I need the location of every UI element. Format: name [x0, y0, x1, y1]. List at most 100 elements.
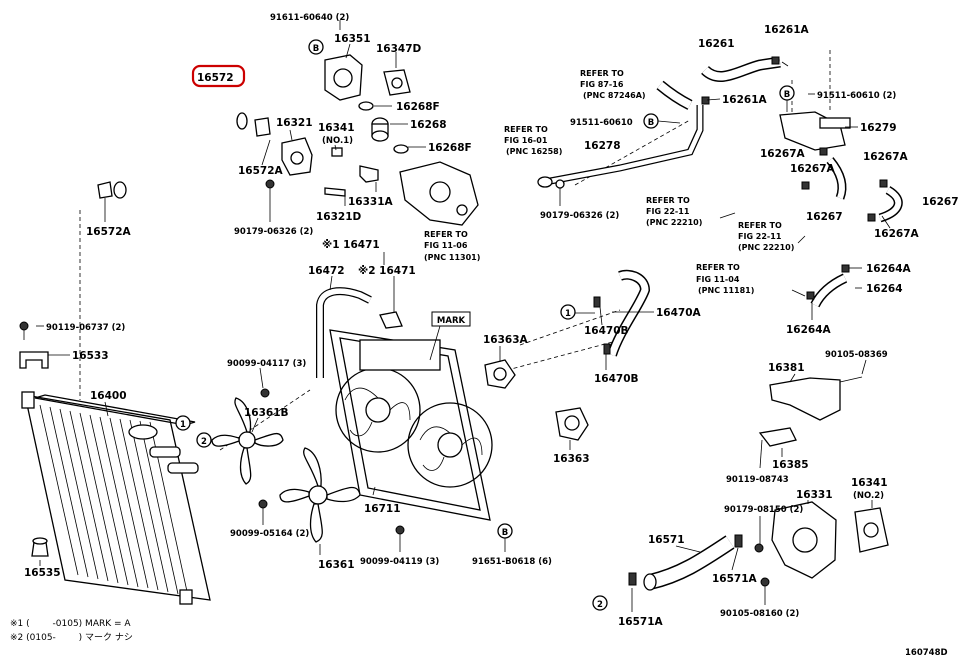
label-16471: ※1 16471	[322, 239, 380, 251]
circle-2-label: 2	[597, 600, 603, 610]
label-16267a: 16267A	[790, 163, 836, 175]
label-16361b: 16361B	[244, 407, 289, 419]
label-16268f: 16268F	[396, 101, 440, 113]
upper-hose-16572	[113, 89, 248, 199]
label-16264: 16264	[866, 283, 903, 295]
label-90099-04119: 90099-04119 (3)	[360, 557, 439, 567]
nut-90099-05164	[258, 499, 268, 509]
bracket-16533	[19, 321, 49, 369]
clamp-16267a	[879, 179, 888, 188]
label-16331: 16331	[796, 489, 833, 501]
highlight-box	[191, 64, 246, 88]
circle-b-label: B	[502, 528, 508, 538]
clamp-16261a	[701, 96, 710, 105]
label-16470a: 16470A	[656, 307, 702, 319]
motor-16363	[555, 407, 589, 441]
label-16572a: 16572A	[238, 165, 284, 177]
circle-1-marker	[560, 304, 576, 320]
label-16279: 16279	[860, 122, 897, 134]
label-16267a: 16267A	[760, 148, 806, 160]
diagram-id: 160748D	[905, 648, 948, 658]
radiator-16400	[21, 391, 211, 605]
circle-b-marker: B	[313, 44, 319, 54]
ref-line: FIG 11-06	[424, 241, 468, 250]
hose-16571	[643, 535, 735, 591]
label-16261a: 16261A	[722, 94, 768, 106]
label-16264a: 16264A	[866, 263, 912, 275]
label-16572a: 16572A	[86, 226, 132, 238]
thermostat-16268	[371, 117, 389, 142]
clamp-16264a	[841, 264, 850, 273]
ref-fig11-06: REFER TO FIG 11-06 (PNC 11301)	[424, 230, 480, 262]
label-16400: 16400	[90, 390, 127, 402]
guide-line	[519, 309, 621, 346]
label-16351: 16351	[334, 33, 371, 45]
label-16571a: 16571A	[712, 573, 758, 585]
label-90105-08160: 90105-08160 (2)	[720, 609, 799, 619]
label-16535: 16535	[24, 567, 61, 579]
hose-16261	[656, 56, 781, 110]
label-16711: 16711	[364, 503, 401, 515]
label-16363: 16363	[553, 453, 590, 465]
label-16471: ※2 16471	[358, 265, 416, 277]
label-16571a: 16571A	[618, 616, 664, 628]
ref-line: (PNC 11181)	[698, 286, 754, 295]
clamp-16572a	[254, 117, 271, 137]
gasket-16268f	[358, 101, 374, 111]
circle-b-label: B	[648, 118, 654, 128]
pipe-16385	[758, 427, 797, 447]
label-91511-60610: 91511-60610	[570, 118, 633, 128]
circle-2-marker	[592, 595, 608, 611]
ref-line: REFER TO	[580, 69, 624, 78]
cap-16471	[379, 311, 403, 329]
circle-2-marker	[196, 432, 212, 448]
label-16347d: 16347D	[376, 43, 422, 55]
motor-16363a	[484, 359, 516, 389]
gasket-16268f	[393, 144, 409, 154]
mark-box	[431, 311, 471, 327]
clamp-16572a	[97, 181, 113, 199]
hose-16472	[316, 287, 372, 378]
ref-line: (PNC 22210)	[738, 243, 794, 252]
bolt-90099-04119	[395, 525, 405, 535]
label-16268: 16268	[410, 119, 447, 131]
ref-line: FIG 22-11	[646, 207, 690, 216]
inlet-16331	[771, 501, 837, 579]
circle-1-label: 1	[180, 420, 186, 430]
label-91611-60640: 91611-60640 (2)	[270, 13, 349, 23]
label-90179-08150: 90179-08150 (2)	[724, 505, 803, 515]
ref-line: REFER TO	[738, 221, 782, 230]
label-16341-no1: (NO.1)	[322, 136, 353, 146]
bolt-90179-06326	[265, 179, 275, 189]
label-16472: 16472	[308, 265, 345, 277]
clamp-16470b	[593, 296, 601, 308]
label-16321: 16321	[276, 117, 313, 129]
label-16278: 16278	[584, 140, 621, 152]
pipe-16278	[537, 105, 704, 188]
clamp-16470b	[603, 343, 611, 355]
label-16331a: 16331A	[348, 196, 394, 208]
label-16261: 16261	[698, 38, 735, 50]
circle-1-marker	[175, 415, 191, 431]
ref-line: (PNC 16258)	[506, 147, 562, 156]
valve-16279	[779, 111, 851, 151]
label-90119-08743: 90119-08743	[726, 475, 789, 485]
ref-line: REFER TO	[424, 230, 468, 239]
label-16267: 16267	[922, 196, 959, 208]
label-16341: 16341	[318, 122, 355, 134]
clamp-16267a	[801, 181, 810, 190]
label-16267: 16267	[806, 211, 843, 223]
ref-fig22-b: REFER TO FIG 22-11 (PNC 22210)	[738, 221, 794, 252]
hose-16470a	[607, 269, 651, 357]
label-16268f: 16268F	[428, 142, 472, 154]
circle-2-label: 2	[201, 437, 207, 447]
label-90099-04117: 90099-04117 (3)	[227, 359, 306, 369]
clamp-16267a	[819, 147, 828, 156]
gasket-16341-no2	[854, 507, 889, 553]
label-16572: 16572	[197, 72, 234, 84]
ref-line: FIG 87-16	[580, 80, 624, 89]
clamp-16267a	[867, 213, 876, 222]
label-16381: 16381	[768, 362, 805, 374]
